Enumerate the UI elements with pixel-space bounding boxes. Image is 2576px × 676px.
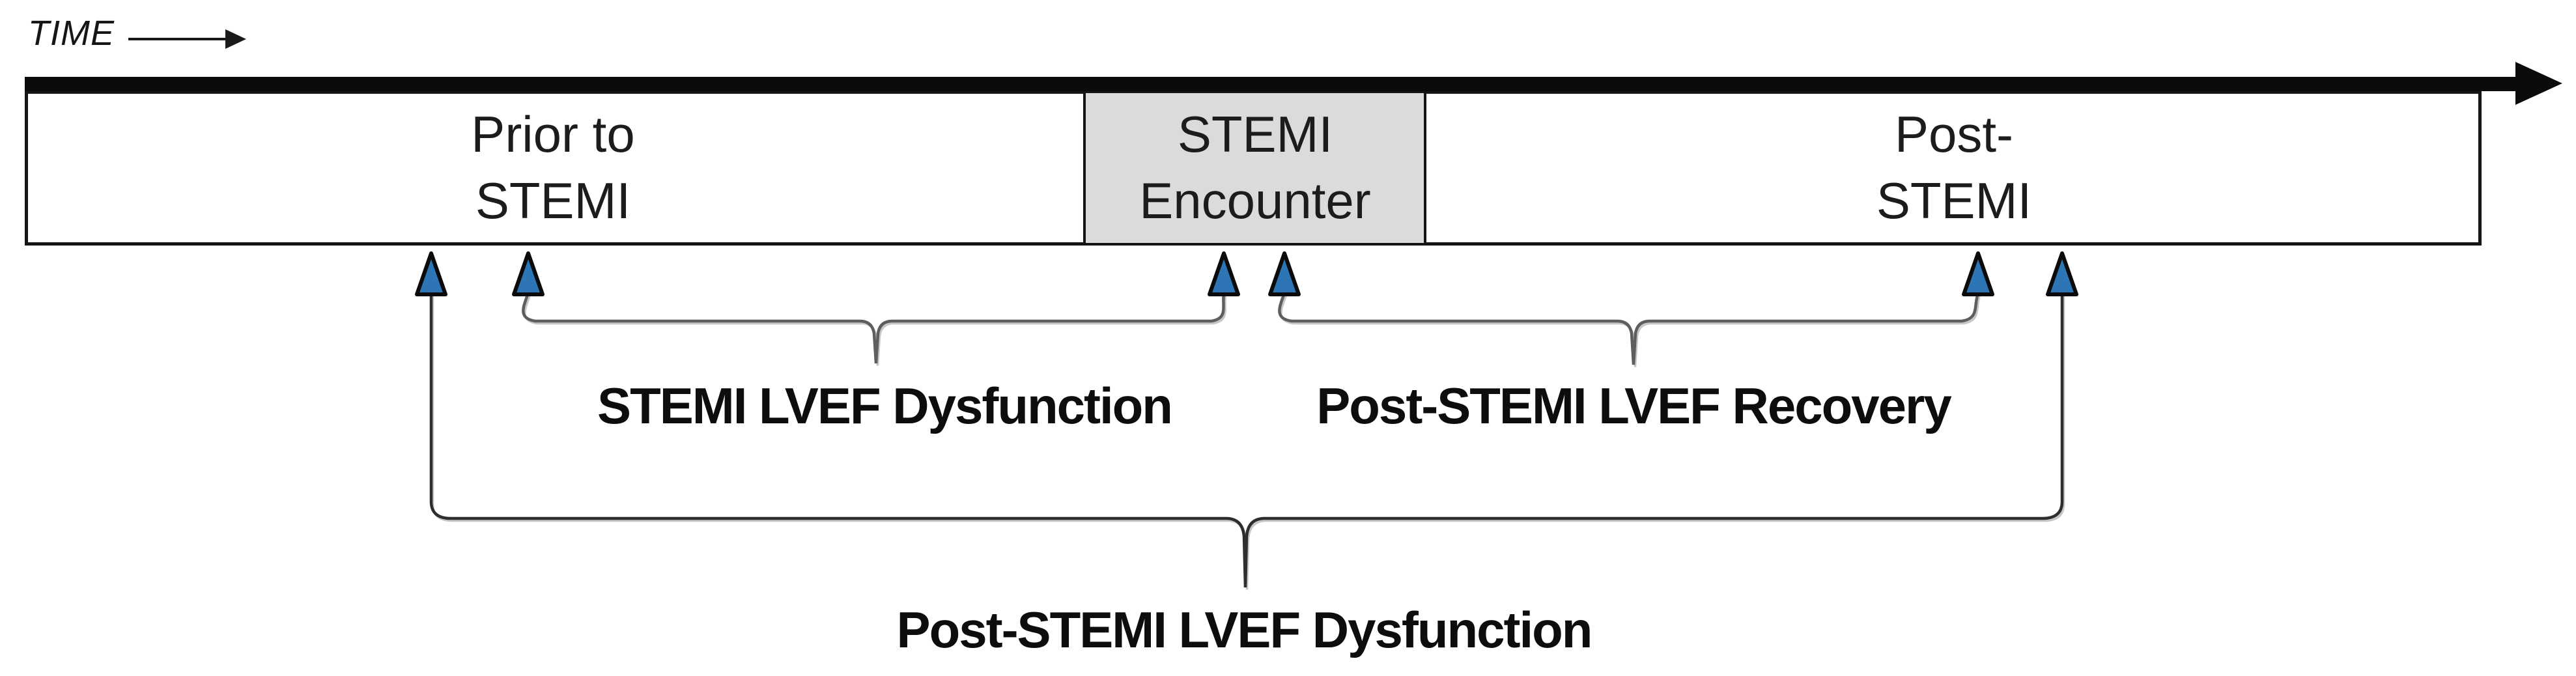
label-post-stemi-lvef-recovery: Post-STEMI LVEF Recovery [1316, 377, 1951, 434]
brace-shadows [431, 294, 2065, 590]
label-post-stemi-lvef-dysfunction: Post-STEMI LVEF Dysfunction [896, 601, 1593, 658]
event-marker-2 [512, 251, 545, 296]
segment-label-line: STEMI [1876, 172, 2032, 229]
timeline-arrow-icon [25, 62, 2562, 105]
event-marker-3 [1208, 251, 1240, 296]
event-marker-4 [1268, 251, 1301, 296]
time-axis-label: TIME [28, 14, 115, 53]
event-marker-1 [415, 251, 447, 296]
segment-label-post-stemi: Post- STEMI [1661, 101, 2247, 234]
segment-label-line: Prior to [471, 106, 635, 163]
time-arrow-icon [128, 29, 246, 49]
brace-stemi-lvef-dysfunction [522, 291, 1226, 364]
segment-label-line: STEMI [1177, 106, 1333, 163]
label-stemi-lvef-dysfunction: STEMI LVEF Dysfunction [597, 377, 1173, 434]
brace-post-stemi-lvef-recovery [1278, 291, 1980, 365]
segment-label-stemi-encounter: STEMI Encounter [962, 101, 1548, 234]
event-markers [415, 251, 2078, 296]
segment-label-line: Encounter [1139, 172, 1371, 229]
segment-label-line: STEMI [475, 172, 631, 229]
brace-post-stemi-lvef-dysfunction [429, 291, 2064, 588]
segment-label-line: Post- [1894, 106, 2014, 163]
event-marker-5 [1962, 251, 1994, 296]
event-marker-6 [2046, 251, 2078, 296]
stemi-encounter-box [1083, 91, 1426, 246]
segment-label-prior-to-stemi: Prior to STEMI [260, 101, 846, 234]
